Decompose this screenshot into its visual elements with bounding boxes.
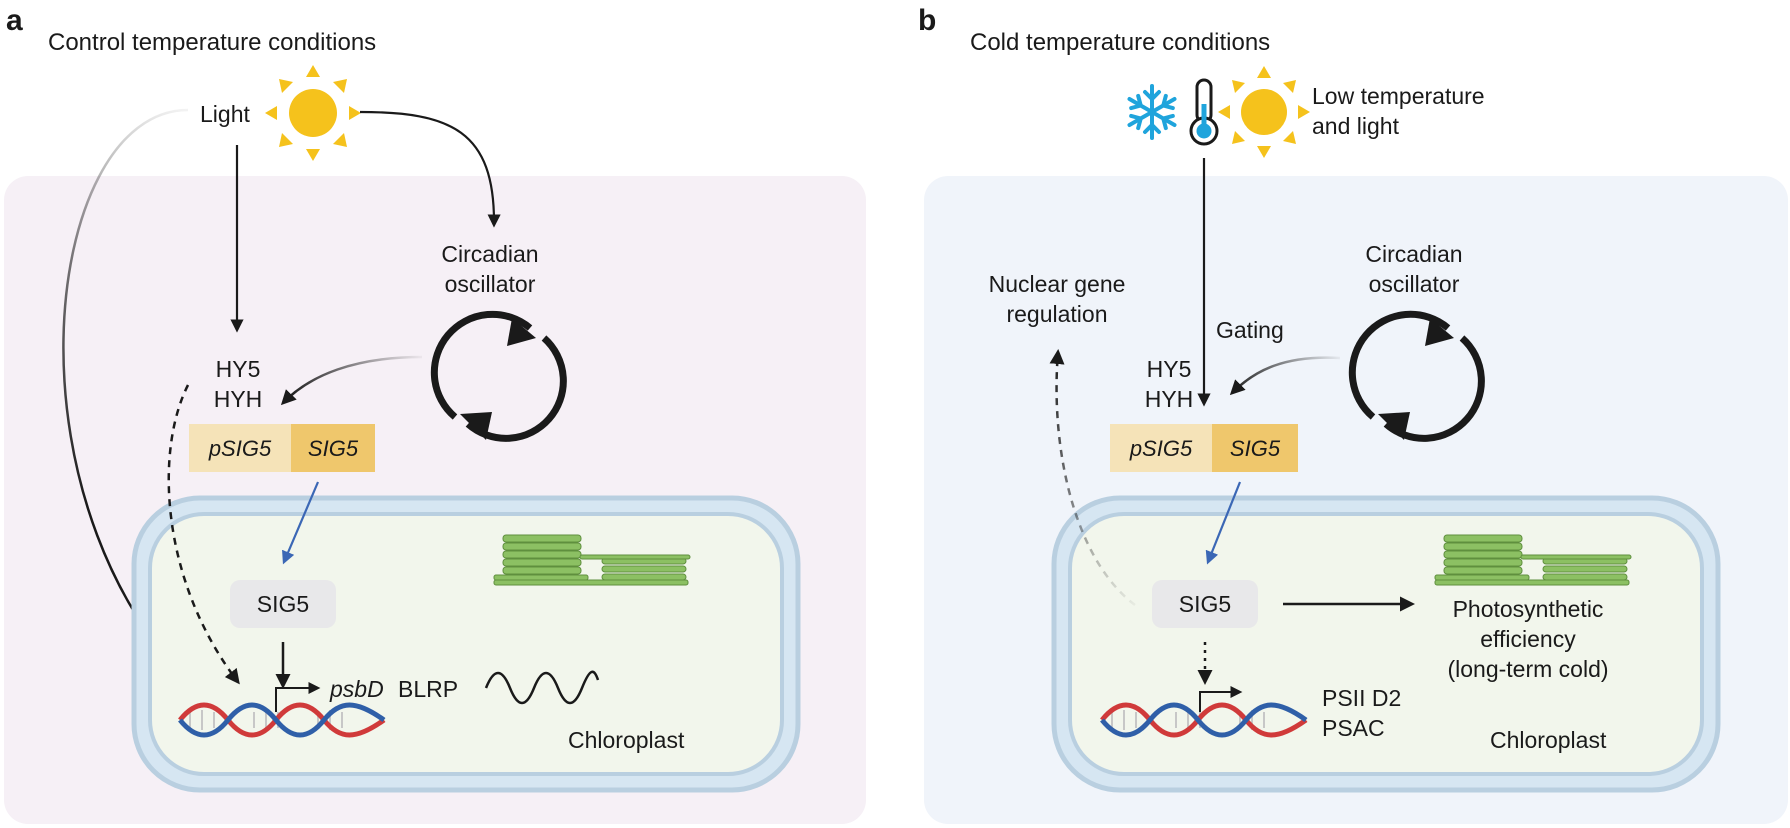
sun-icon bbox=[1218, 66, 1310, 158]
hy5-label-b: HY5 bbox=[1147, 356, 1192, 382]
chloroplast-b bbox=[1051, 495, 1721, 793]
gating-label: Gating bbox=[1216, 317, 1284, 343]
light-label: Light bbox=[200, 101, 250, 127]
sig5-gene-to-protein-arrow-b bbox=[1205, 481, 1242, 565]
chloroplast-label-b: Chloroplast bbox=[1490, 727, 1607, 753]
nuclear-regulation-label-1: Nuclear gene bbox=[989, 271, 1126, 297]
psig5-box-b bbox=[1110, 424, 1212, 472]
photosynthesis-label-3: (long-term cold) bbox=[1447, 656, 1608, 682]
hyh-label-a: HYH bbox=[214, 386, 263, 412]
circadian-label-a-1: Circadian bbox=[441, 241, 538, 267]
circadian-label-a-2: oscillator bbox=[445, 271, 536, 297]
psbd-gene-label: psbD bbox=[329, 676, 384, 702]
circadian-label-b-1: Circadian bbox=[1365, 241, 1462, 267]
psig5-label-b: pSIG5 bbox=[1129, 436, 1193, 461]
thylakoid-stack-icon bbox=[493, 534, 691, 586]
circadian-to-hy5-arrow bbox=[280, 355, 423, 406]
stimulus-label-2: and light bbox=[1312, 113, 1400, 139]
sig5-protein-label-b: SIG5 bbox=[1179, 591, 1231, 617]
psig5-box-a bbox=[189, 424, 291, 472]
thermometer-icon bbox=[1189, 78, 1219, 146]
sig5-protein-box-b bbox=[1152, 580, 1258, 628]
promoter-bent-arrow-a bbox=[275, 682, 321, 712]
light-to-circadian-arrow bbox=[359, 110, 501, 228]
sig5-protein-label-a: SIG5 bbox=[257, 591, 309, 617]
circadian-to-hy5-arrow-b bbox=[1229, 356, 1341, 396]
sig5-gene-to-protein-arrow bbox=[282, 481, 320, 565]
psii-d2-label: PSII D2 bbox=[1322, 685, 1401, 711]
panel-a: a Control temperature conditions Light C… bbox=[4, 4, 866, 824]
chloroplast-label-a: Chloroplast bbox=[568, 727, 685, 753]
wave-icon bbox=[484, 670, 600, 705]
panel-b: b Cold temperature conditions bbox=[918, 4, 1788, 824]
stimulus-label-1: Low temperature bbox=[1312, 83, 1485, 109]
blrp-label: BLRP bbox=[398, 676, 458, 702]
panel-letter-a: a bbox=[6, 4, 23, 37]
panel-letter-b: b bbox=[918, 4, 936, 37]
panel-title-a: Control temperature conditions bbox=[48, 29, 376, 56]
nuclear-regulation-label-2: regulation bbox=[1006, 301, 1107, 327]
sun-icon bbox=[265, 65, 361, 161]
psac-label: PSAC bbox=[1322, 715, 1385, 741]
photosynthesis-label-2: efficiency bbox=[1480, 626, 1576, 652]
hyh-label-b: HYH bbox=[1145, 386, 1194, 412]
chloroplast-a bbox=[131, 495, 801, 793]
psig5-label-a: pSIG5 bbox=[208, 436, 272, 461]
sig5-gene-label-b: SIG5 bbox=[1230, 436, 1281, 461]
snowflake-icon bbox=[1127, 84, 1177, 140]
promoter-bent-arrow-b bbox=[1199, 686, 1243, 712]
circadian-label-b-2: oscillator bbox=[1369, 271, 1460, 297]
sig5-gene-box-a bbox=[291, 424, 375, 472]
sig5-to-nuclear-dashed-arrow bbox=[1049, 349, 1136, 606]
dna-icon bbox=[1100, 702, 1308, 738]
panel-title-b: Cold temperature conditions bbox=[970, 29, 1270, 56]
thylakoid-stack-icon bbox=[1434, 534, 1632, 586]
hy5-to-dna-dashed-arrow bbox=[167, 384, 240, 685]
circadian-cycle-icon bbox=[430, 310, 567, 442]
photosynthesis-label-1: Photosynthetic bbox=[1453, 596, 1604, 622]
hy5-label-a: HY5 bbox=[216, 356, 261, 382]
sig5-gene-label-a: SIG5 bbox=[308, 436, 359, 461]
dna-icon bbox=[178, 702, 386, 738]
circadian-cycle-icon bbox=[1348, 310, 1485, 442]
sig5-protein-box-a bbox=[230, 580, 336, 628]
sig5-gene-box-b bbox=[1212, 424, 1298, 472]
